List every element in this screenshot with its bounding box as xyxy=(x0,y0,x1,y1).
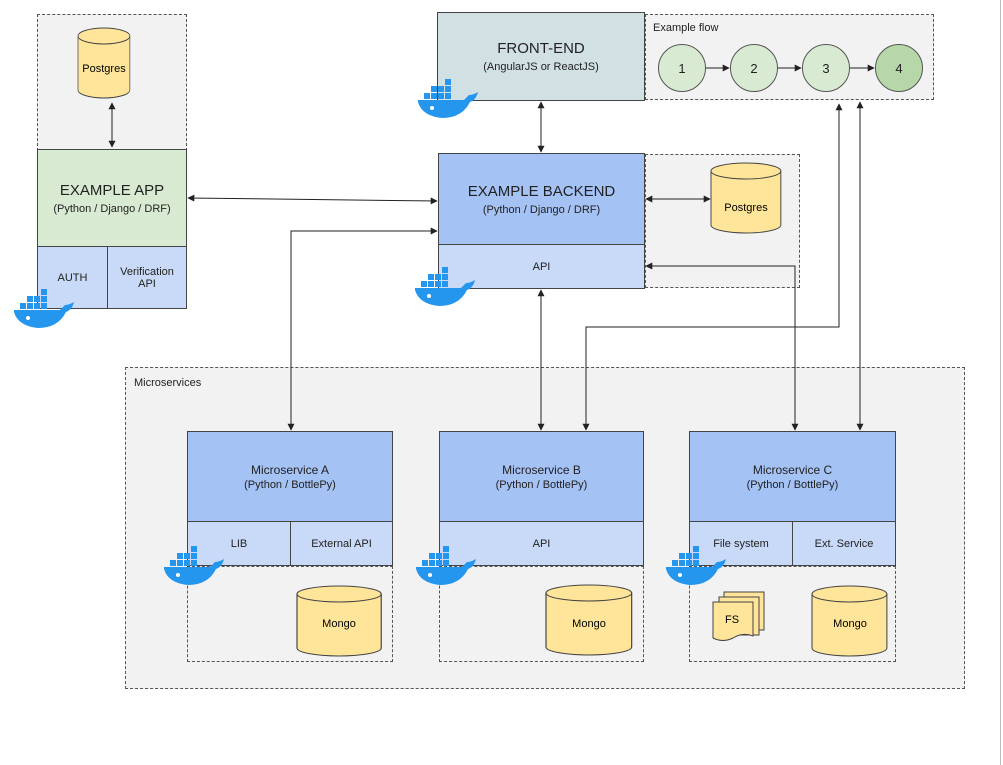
ms-a-ext-api-label: External API xyxy=(311,537,372,550)
example-app-db-label: Postgres xyxy=(82,63,126,75)
app-backend-connector xyxy=(187,194,438,205)
example-app-subtitle: (Python / Django / DRF) xyxy=(53,202,171,215)
ms-c-fs-label: File system xyxy=(713,537,769,550)
docker-whale-icon xyxy=(164,546,224,585)
frontend-subtitle: (AngularJS or ReactJS) xyxy=(483,61,599,73)
ms-a-box: Microservice A (Python / BottlePy) xyxy=(187,431,393,522)
ms-b-api-label: API xyxy=(532,537,551,550)
ms-b-subtitle: (Python / BottlePy) xyxy=(495,478,588,491)
ms-c-subtitle: (Python / BottlePy) xyxy=(746,478,839,491)
example-app-box: EXAMPLE APP (Python / Django / DRF) xyxy=(37,149,187,247)
flow-step-2: 2 xyxy=(730,44,778,92)
docker-whale-icon xyxy=(14,289,74,328)
ms-a-ext-api-box: External API xyxy=(290,521,393,566)
ms-a-lib-label: LIB xyxy=(230,537,248,550)
ms-c-db-label: Mongo xyxy=(833,618,867,630)
ms-c-ext-service-box: Ext. Service xyxy=(792,521,896,566)
flow-step-1: 1 xyxy=(658,44,706,92)
page-edge xyxy=(1000,0,1001,765)
auth-box: AUTH xyxy=(37,246,108,309)
docker-whale-icon xyxy=(666,546,726,585)
ms-c-fs-box: File system xyxy=(689,521,793,566)
microservices-label: Microservices xyxy=(134,377,202,389)
flow3-ms-b-connector xyxy=(582,103,843,431)
example-flow-label: Example flow xyxy=(653,22,719,34)
verification-api-box: Verification API xyxy=(107,246,187,309)
ms-a-subtitle: (Python / BottlePy) xyxy=(244,478,336,491)
verification-api-label: Verification API xyxy=(120,265,174,290)
ms-b-storage-region xyxy=(439,566,644,662)
ms-b-box: Microservice B (Python / BottlePy) xyxy=(439,431,644,522)
ms-b-title: Microservice B xyxy=(502,462,581,477)
api-ms-c-connector xyxy=(645,262,799,431)
flow-step-3: 3 xyxy=(802,44,850,92)
ms-b-db-label: Mongo xyxy=(572,618,606,630)
backend-db-label: Postgres xyxy=(724,202,768,214)
backend-subtitle: (Python / Django / DRF) xyxy=(482,203,601,216)
backend-postgres-icon xyxy=(710,162,782,234)
ms-c-ext-service-label: Ext. Service xyxy=(814,537,874,550)
frontend-box: FRONT-END (AngularJS or ReactJS) xyxy=(437,12,645,101)
ms-b-api-box: API xyxy=(439,521,644,566)
file-stack-icon xyxy=(712,591,765,641)
frontend-title: FRONT-END xyxy=(497,40,585,57)
example-app-title: EXAMPLE APP xyxy=(59,181,165,199)
ms-c-title: Microservice C xyxy=(752,462,833,477)
ms-a-db-label: Mongo xyxy=(322,618,356,630)
backend-api-label: API xyxy=(532,260,551,273)
flow-step-4: 4 xyxy=(875,44,923,92)
ms-a-lib-box: LIB xyxy=(187,521,291,566)
backend-ms-a-connector xyxy=(287,227,438,431)
ms-c-storage-region xyxy=(689,566,896,662)
ms-a-title: Microservice A xyxy=(250,462,330,477)
docker-whale-icon xyxy=(415,267,475,306)
auth-label: AUTH xyxy=(57,271,88,284)
docker-whale-icon xyxy=(416,546,476,585)
ms-c-fs-text: FS xyxy=(725,614,739,626)
ms-a-storage-region xyxy=(187,566,393,662)
docker-whale-icon xyxy=(418,79,478,118)
backend-title: EXAMPLE BACKEND xyxy=(467,182,616,200)
